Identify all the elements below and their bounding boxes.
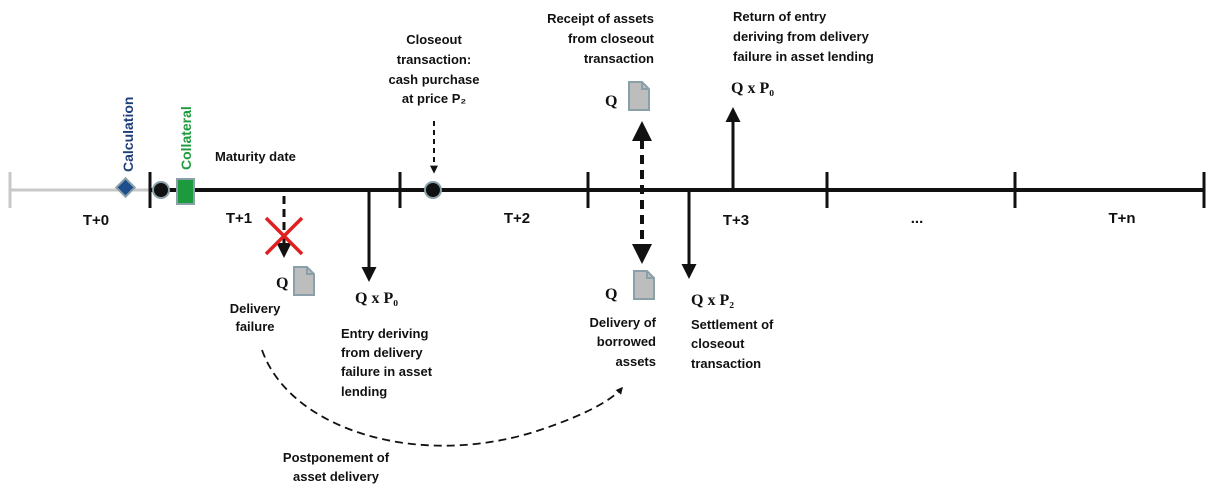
receipt-line-2: from closeout <box>568 31 655 46</box>
settlement-point-icon <box>152 181 170 199</box>
postponement-arrow <box>261 349 623 447</box>
settlement-line-3: transaction <box>691 356 761 371</box>
return-entry-line-1: Return of entry <box>733 9 827 24</box>
q-borrowed-label: Q <box>605 286 617 303</box>
document-icon <box>633 270 655 300</box>
entry-deriving-line-1: Entry deriving <box>341 326 428 341</box>
delivery-borrowed-line-3: assets <box>616 354 656 369</box>
collateral-label: Collateral <box>178 106 194 170</box>
settlement-line-1: Settlement of <box>691 317 774 332</box>
receipt-line-3: transaction <box>584 51 654 66</box>
segment-label-t0: T+0 <box>83 212 109 229</box>
settlement-line-2: closeout <box>691 336 745 351</box>
segment-label-t2: T+2 <box>504 210 530 227</box>
collateral-square-icon <box>176 178 195 205</box>
delivery-borrowed-line-1: Delivery of <box>590 315 657 330</box>
segment-label-tn: T+n <box>1108 210 1135 227</box>
q-x-p0-return-label: Q x P₀ <box>731 80 774 97</box>
q-receipt-label: Q <box>605 93 617 110</box>
delivery-borrowed-line-2: borrowed <box>597 334 656 349</box>
segment-label-t3: T+3 <box>723 212 749 229</box>
delivery-failure-line-1: Delivery <box>230 301 281 316</box>
closeout-point-icon <box>424 181 442 199</box>
postponement-line-1: Postponement of <box>283 450 390 465</box>
entry-deriving-line-4: lending <box>341 384 387 399</box>
delivery-failure-line-2: failure <box>235 319 274 334</box>
maturity-date-label: Maturity date <box>215 149 296 164</box>
document-icon <box>628 81 650 111</box>
q-x-p0-entry-label: Q x P₀ <box>355 290 398 307</box>
calculation-diamond-icon <box>114 176 137 199</box>
return-entry-line-2: deriving from delivery <box>733 29 870 44</box>
calculation-label: Calculation <box>120 97 136 172</box>
receipt-line-1: Receipt of assets <box>547 11 654 26</box>
closeout-line-3: cash purchase <box>388 72 479 87</box>
postponement-line-2: asset delivery <box>293 469 380 484</box>
document-icon <box>293 266 315 296</box>
closeout-line-4: at price P₂ <box>402 91 467 106</box>
segment-label-t1: T+1 <box>226 210 252 227</box>
entry-deriving-line-2: from delivery <box>341 345 423 360</box>
closeout-line-2: transaction: <box>397 52 471 67</box>
segment-label-ellipsis: ... <box>911 210 924 227</box>
closeout-line-1: Closeout <box>406 32 462 47</box>
entry-deriving-line-3: failure in asset <box>341 364 433 379</box>
q-failed-label: Q <box>276 275 288 292</box>
return-entry-line-3: failure in asset lending <box>733 49 874 64</box>
q-x-p2-label: Q x P₂ <box>691 292 734 309</box>
